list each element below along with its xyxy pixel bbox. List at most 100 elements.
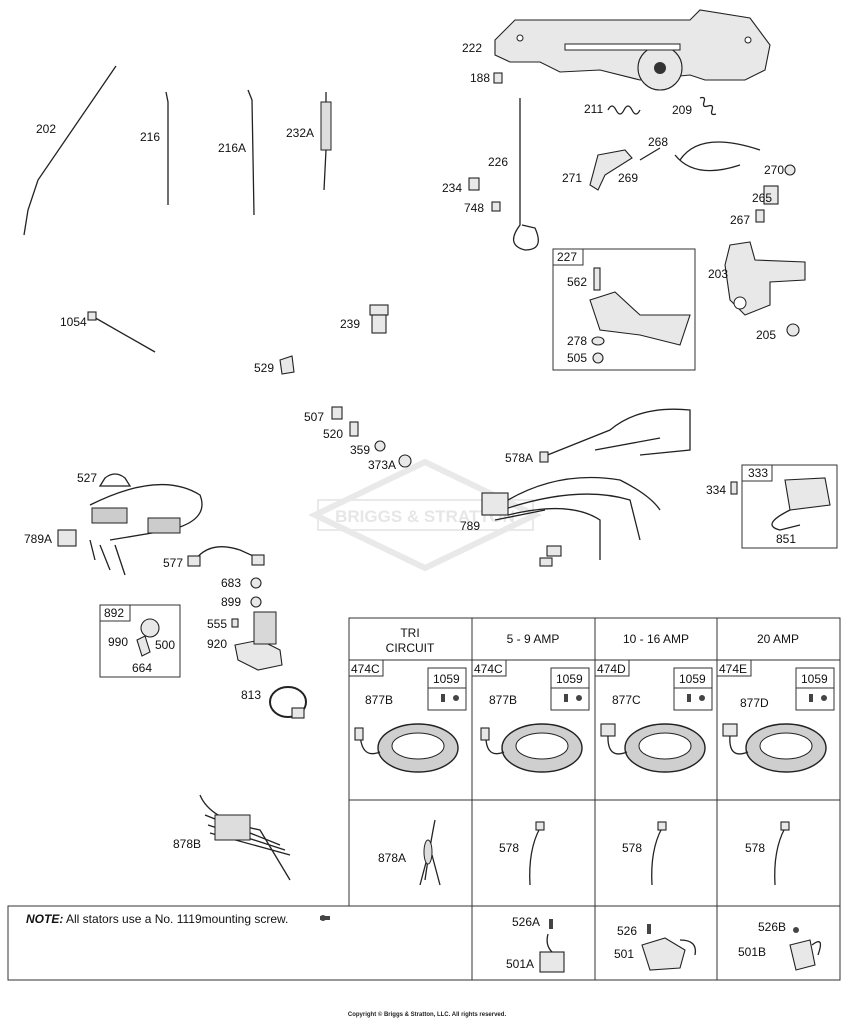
switch-239 bbox=[369, 304, 389, 334]
regulator-501B bbox=[789, 927, 822, 971]
watermark-text: BRIGGS & STRATTON bbox=[335, 507, 515, 526]
label-205: 205 bbox=[756, 328, 776, 342]
label-216A: 216A bbox=[218, 141, 246, 155]
screw-205 bbox=[786, 323, 800, 337]
label-578-c: 578 bbox=[745, 841, 765, 855]
label-226: 226 bbox=[488, 155, 508, 169]
label-526A: 526A bbox=[512, 915, 540, 929]
label-359: 359 bbox=[350, 443, 370, 457]
nut-373A bbox=[398, 454, 412, 468]
label-529: 529 bbox=[254, 361, 274, 375]
label-520: 520 bbox=[323, 427, 343, 441]
label-270: 270 bbox=[764, 163, 784, 177]
kit-474E: 474E bbox=[719, 662, 747, 676]
label-500: 500 bbox=[155, 638, 175, 652]
label-334: 334 bbox=[706, 483, 726, 497]
note-body: All stators use a No. 1119mounting screw… bbox=[63, 912, 289, 926]
screw-kit-1059-d: 1059 bbox=[801, 672, 828, 686]
terminal-507 bbox=[331, 406, 343, 420]
header-tri-circuit-line2: CIRCUIT bbox=[386, 641, 435, 655]
label-578-a: 578 bbox=[499, 841, 519, 855]
label-1054: 1054 bbox=[60, 315, 87, 329]
kit-474C-tri: 474C bbox=[351, 662, 380, 676]
label-227: 227 bbox=[557, 250, 577, 264]
wire-226 bbox=[513, 98, 539, 251]
lead-878A bbox=[419, 819, 441, 886]
regulator-501 bbox=[641, 924, 697, 971]
label-507: 507 bbox=[304, 410, 324, 424]
label-748: 748 bbox=[464, 201, 484, 215]
label-892: 892 bbox=[104, 606, 124, 620]
lead-578-b bbox=[651, 821, 667, 886]
label-683: 683 bbox=[221, 576, 241, 590]
solenoid-920 bbox=[234, 611, 283, 671]
stator-10-16-amp bbox=[600, 723, 706, 773]
kit-box-333 bbox=[741, 464, 838, 549]
label-920: 920 bbox=[207, 637, 227, 651]
wire-577 bbox=[187, 546, 265, 567]
regulator-501A bbox=[539, 919, 565, 973]
label-578A: 578A bbox=[505, 451, 533, 465]
header-20-amp: 20 AMP bbox=[757, 632, 799, 646]
label-209: 209 bbox=[672, 103, 692, 117]
screw-kit-1059-a: 1059 bbox=[433, 672, 460, 686]
stator-5-9-amp bbox=[480, 723, 583, 773]
label-271: 271 bbox=[562, 171, 582, 185]
label-578-b: 578 bbox=[622, 841, 642, 855]
label-501: 501 bbox=[614, 947, 634, 961]
note-label: NOTE: bbox=[26, 912, 64, 926]
lead-578-c bbox=[774, 821, 790, 886]
kit-box-892 bbox=[99, 604, 181, 678]
wire-harness-789 bbox=[481, 476, 661, 567]
control-bracket-222 bbox=[494, 9, 771, 91]
clamp-813 bbox=[269, 686, 307, 719]
clamp-527 bbox=[98, 473, 132, 487]
header-tri-circuit-line1: TRI bbox=[400, 626, 419, 640]
label-990: 990 bbox=[108, 635, 128, 649]
label-789A: 789A bbox=[24, 532, 52, 546]
label-505: 505 bbox=[567, 351, 587, 365]
header-10-16-amp: 10 - 16 AMP bbox=[623, 632, 689, 646]
stator-tri-circuit bbox=[354, 723, 459, 773]
label-851: 851 bbox=[776, 532, 796, 546]
harness-789A bbox=[57, 484, 203, 576]
mounting-screw-icon bbox=[320, 915, 330, 921]
label-878A: 878A bbox=[378, 851, 406, 865]
wire-harness-578A bbox=[539, 408, 691, 463]
stator-table bbox=[7, 617, 841, 981]
spring-211 bbox=[607, 105, 641, 115]
kit-474C: 474C bbox=[474, 662, 503, 676]
label-501B: 501B bbox=[738, 945, 766, 959]
label-268: 268 bbox=[648, 135, 668, 149]
label-234: 234 bbox=[442, 181, 462, 195]
label-577: 577 bbox=[163, 556, 183, 570]
cable-268 bbox=[674, 141, 761, 172]
link-rod-202 bbox=[23, 65, 117, 236]
rectifier-333 bbox=[771, 477, 831, 531]
label-562: 562 bbox=[567, 275, 587, 289]
label-501A: 501A bbox=[506, 957, 534, 971]
label-269: 269 bbox=[618, 171, 638, 185]
note-text: NOTE: All stators use a No. 1119mounting… bbox=[26, 912, 288, 926]
spring-269 bbox=[639, 147, 661, 161]
link-rod-216 bbox=[165, 91, 169, 205]
label-216: 216 bbox=[140, 130, 160, 144]
screw-267 bbox=[755, 209, 765, 223]
cable-tie-1054 bbox=[87, 311, 156, 353]
kit-474D: 474D bbox=[597, 662, 626, 676]
label-527: 527 bbox=[77, 471, 97, 485]
screw-334 bbox=[730, 481, 738, 495]
bracket-203 bbox=[724, 241, 806, 316]
key-switch-892 bbox=[136, 618, 160, 657]
screw-kit-1059-c: 1059 bbox=[679, 672, 706, 686]
clip-529 bbox=[279, 355, 295, 375]
label-877C: 877C bbox=[612, 693, 641, 707]
label-278: 278 bbox=[567, 334, 587, 348]
label-878B: 878B bbox=[173, 837, 201, 851]
screw-kit-1059-b: 1059 bbox=[556, 672, 583, 686]
header-5-9-amp: 5 - 9 AMP bbox=[507, 632, 560, 646]
clip-234 bbox=[468, 177, 480, 191]
label-267: 267 bbox=[730, 213, 750, 227]
label-789: 789 bbox=[460, 519, 480, 533]
